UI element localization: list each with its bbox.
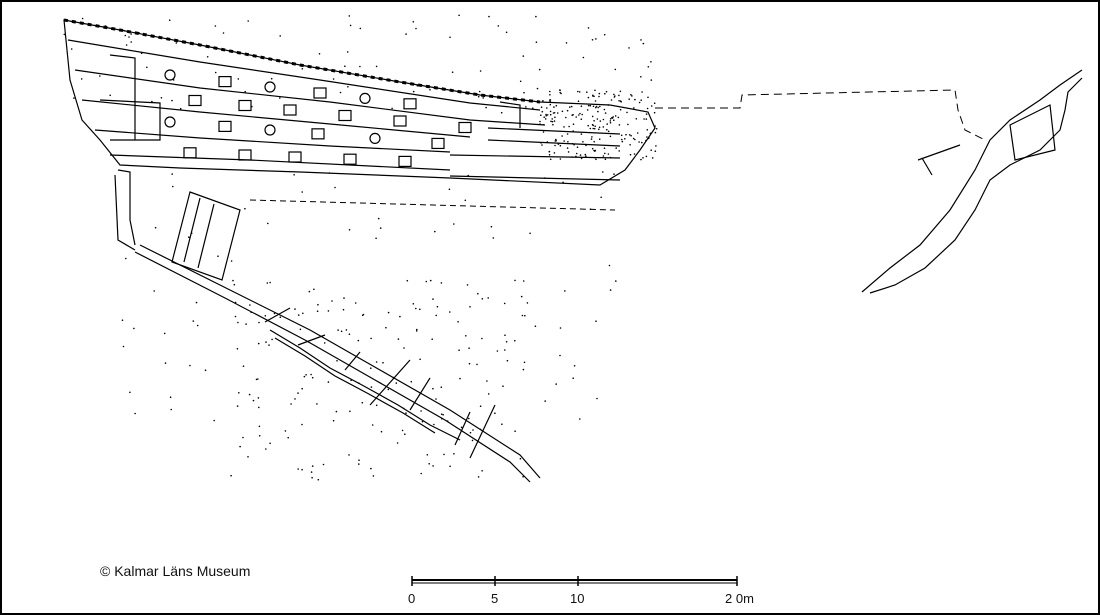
- bow-stem: [861, 69, 1083, 294]
- hull-section: [63, 19, 656, 186]
- rail-dashes: [63, 18, 541, 104]
- gunport: [343, 153, 357, 165]
- gunport: [283, 104, 297, 116]
- gunport: [431, 137, 445, 150]
- scale-label-10: 10: [570, 591, 585, 606]
- gunport: [398, 155, 412, 167]
- gunport: [458, 121, 472, 134]
- gunport: [238, 99, 252, 112]
- gunport: [403, 98, 417, 110]
- bow-outline-dashed: [655, 89, 986, 141]
- gunport: [164, 69, 176, 81]
- scale-bar: [411, 576, 738, 586]
- seabed-stipple: [63, 14, 658, 481]
- keel-section: [114, 169, 541, 483]
- gunport: [188, 94, 202, 107]
- gunport: [238, 149, 252, 161]
- scale-label-20m: 2 0m: [725, 591, 754, 606]
- scale-label-5: 5: [491, 591, 499, 606]
- gunports: [164, 69, 472, 167]
- interior-dashed: [249, 199, 616, 211]
- scale-label-0: 0: [408, 591, 416, 606]
- gunport: [369, 132, 381, 144]
- gunport: [183, 147, 197, 159]
- gunport: [311, 128, 325, 140]
- gunport: [218, 120, 232, 133]
- copyright-credit: © Kalmar Läns Museum: [100, 563, 251, 579]
- gunport: [218, 75, 232, 88]
- gunport: [338, 109, 352, 122]
- gunport: [264, 81, 276, 93]
- gunport: [164, 116, 176, 128]
- gunport: [359, 92, 371, 105]
- gunport: [313, 87, 327, 99]
- gunport: [264, 124, 276, 136]
- gunport: [288, 151, 302, 163]
- gunport: [393, 115, 407, 127]
